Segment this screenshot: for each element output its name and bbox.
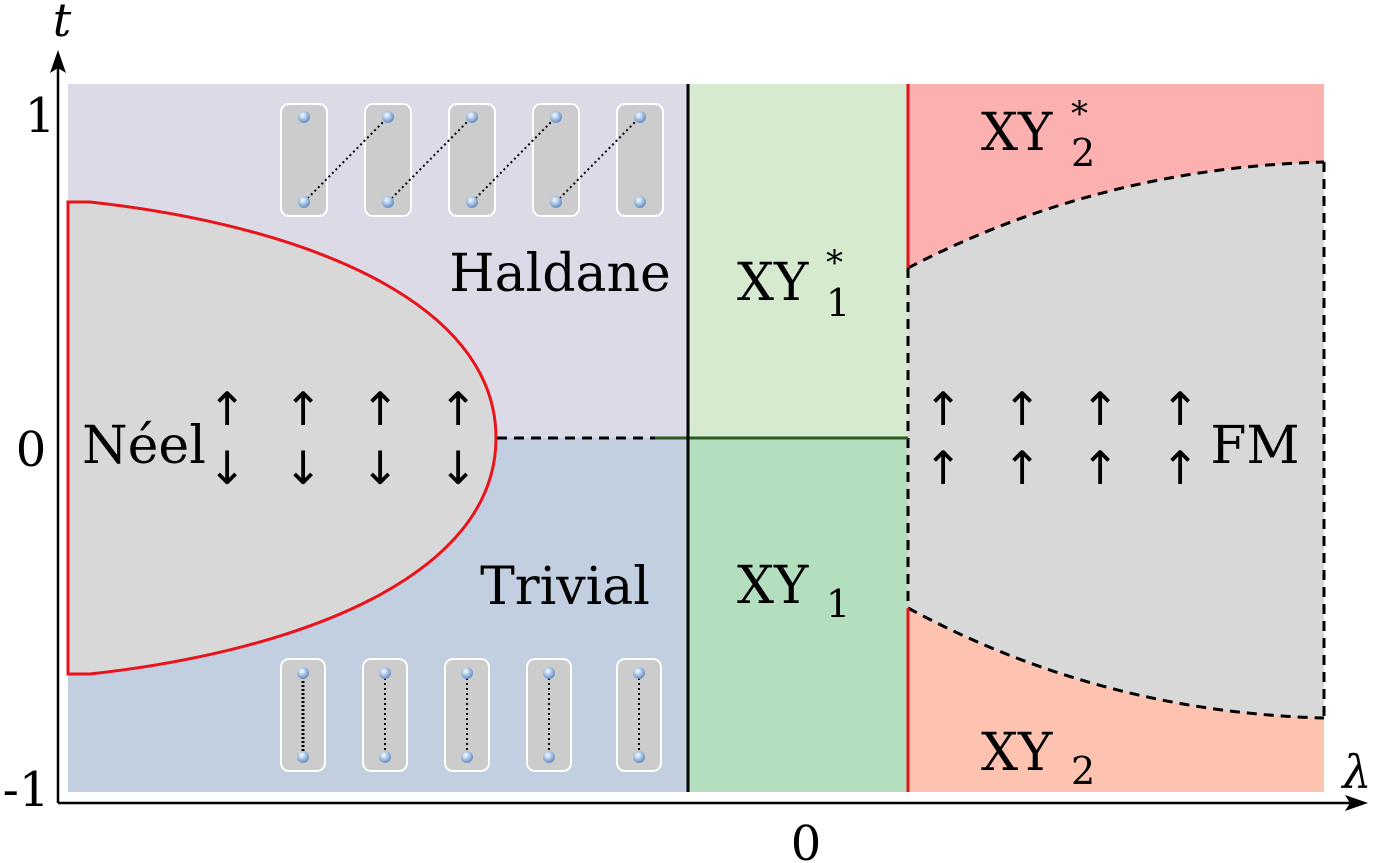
xy1-region bbox=[688, 438, 908, 792]
fm-boundary-top bbox=[907, 160, 1325, 270]
fm-spins: ↑ ↑ ↑ ↑ ↑ ↑ ↑ ↑ bbox=[924, 382, 1200, 495]
haldane-label: Haldane bbox=[449, 244, 671, 304]
svg-text:XY: XY bbox=[981, 103, 1053, 163]
xy1-label: XY 1 bbox=[737, 556, 850, 626]
svg-text:*: * bbox=[1071, 94, 1088, 134]
neel-spin-down-2: ↓ bbox=[284, 441, 323, 495]
neel-spin-down-1: ↓ bbox=[208, 441, 247, 495]
y-tick-minus-1: -1 bbox=[3, 762, 50, 818]
svg-text:1: 1 bbox=[826, 281, 850, 325]
trivial-label: Trivial bbox=[480, 557, 650, 617]
neel-spin-up-4: ↑ bbox=[439, 382, 478, 436]
xy2-star-label: XY 2 * bbox=[981, 94, 1095, 175]
fm-region bbox=[908, 162, 1324, 718]
x-axis-label: λ bbox=[1340, 745, 1371, 799]
y-tick-0: 0 bbox=[16, 422, 47, 478]
svg-text:2: 2 bbox=[1071, 131, 1095, 175]
trivial-dimer-cartoon bbox=[280, 658, 662, 772]
x-tick-0: 0 bbox=[791, 816, 822, 863]
neel-spins: ↑ ↓ ↑ ↓ ↑ ↓ ↑ ↓ bbox=[208, 382, 478, 495]
neel-spin-down-4: ↓ bbox=[439, 441, 478, 495]
fm-spin-up-4b: ↑ bbox=[1161, 441, 1200, 495]
neel-spin-up-2: ↑ bbox=[284, 382, 323, 436]
fm-spin-up-2b: ↑ bbox=[1003, 441, 1042, 495]
x-axis-arrowhead bbox=[1345, 795, 1368, 811]
xy1-star-label: XY 1 * bbox=[737, 243, 850, 325]
fm-spin-up-2: ↑ bbox=[1003, 382, 1042, 436]
xy1-star-region bbox=[688, 84, 908, 438]
neel-spin-up-3: ↑ bbox=[361, 382, 400, 436]
fm-label: FM bbox=[1210, 416, 1299, 476]
svg-text:XY: XY bbox=[737, 253, 809, 313]
fm-spin-up-1b: ↑ bbox=[924, 441, 963, 495]
fm-spin-up-1: ↑ bbox=[924, 382, 963, 436]
neel-spin-down-3: ↓ bbox=[361, 441, 400, 495]
neel-spin-up-1: ↑ bbox=[208, 382, 247, 436]
neel-region bbox=[66, 200, 498, 676]
svg-text:*: * bbox=[826, 243, 843, 283]
fm-boundary-bottom bbox=[907, 606, 1325, 720]
y-axis-arrowhead bbox=[50, 50, 66, 73]
y-tick-1: 1 bbox=[25, 88, 56, 144]
fm-spin-up-3b: ↑ bbox=[1081, 441, 1120, 495]
neel-label: Néel bbox=[82, 416, 206, 476]
svg-text:XY: XY bbox=[981, 723, 1053, 783]
y-axis-label: t bbox=[53, 0, 72, 47]
fm-spin-up-3: ↑ bbox=[1081, 382, 1120, 436]
xy2-label: XY 2 bbox=[981, 723, 1095, 793]
svg-text:XY: XY bbox=[737, 556, 809, 616]
fm-spin-up-4: ↑ bbox=[1161, 382, 1200, 436]
svg-text:2: 2 bbox=[1071, 749, 1095, 793]
svg-text:1: 1 bbox=[826, 582, 850, 626]
haldane-dimer-cartoon bbox=[280, 103, 664, 217]
